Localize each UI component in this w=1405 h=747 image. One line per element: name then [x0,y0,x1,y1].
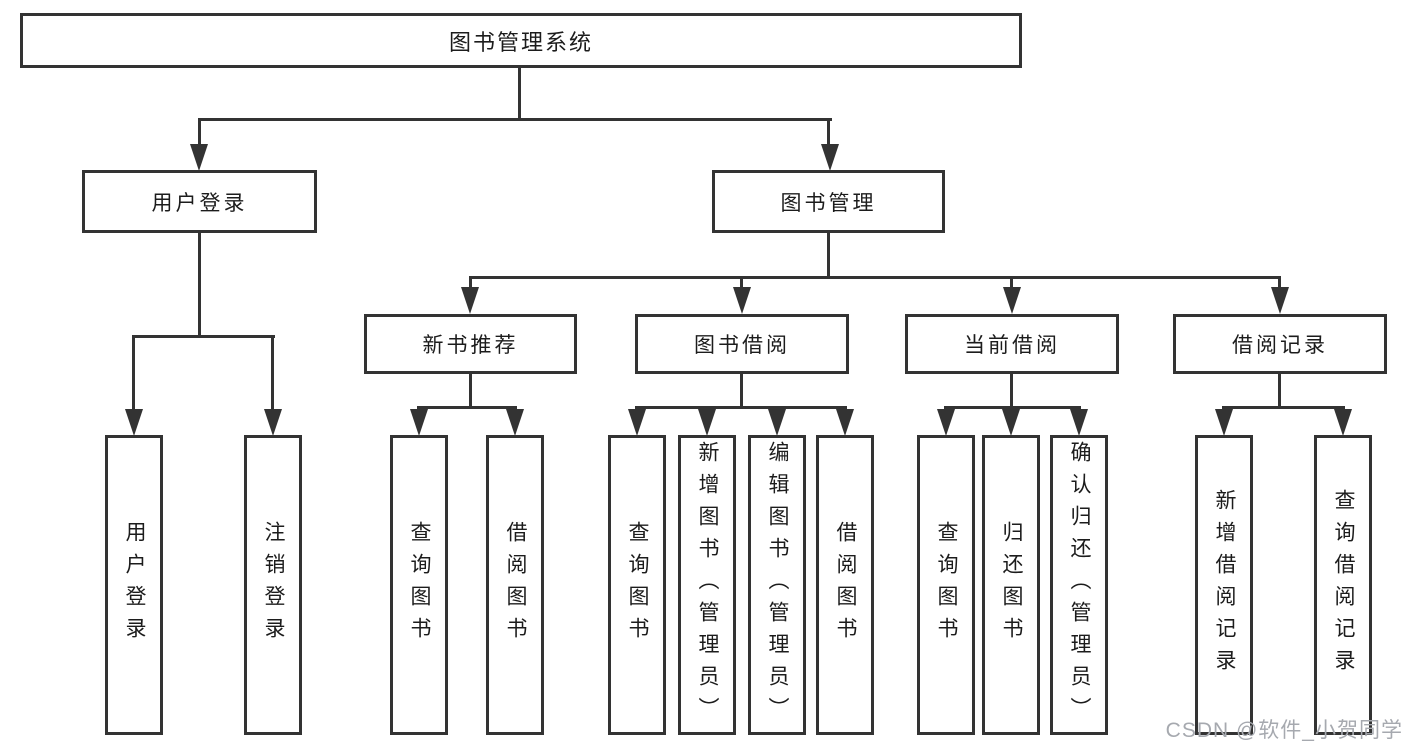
arrowhead-down-icon [190,144,208,171]
leaf-query-borrow-record: 查询借阅记录 [1314,435,1372,735]
connector-to-records [1278,276,1281,292]
leaf-query-books-current: 查询图书 [917,435,975,735]
connector-current-stem [1010,374,1013,408]
connector-newbook-stem [469,374,472,408]
connector-root-to-login [198,118,201,148]
arrowhead-down-icon [264,409,282,436]
arrowhead-down-icon [1002,409,1020,436]
arrowhead-down-icon [628,409,646,436]
connector-bookmgmt-stem [827,233,830,276]
connector-login-leaf1 [132,335,135,413]
csdn-watermark: CSDN @软件_小贺同学 [1165,719,1403,742]
connector-root-to-bookmgmt [827,118,830,148]
node-user-login: 用户登录 [82,170,317,233]
connector-to-current [1010,276,1013,292]
leaf-add-borrow-record: 新增借阅记录 [1195,435,1253,735]
leaf-edit-books-admin: 编辑图书（管理员） [748,435,806,735]
arrowhead-down-icon [733,287,751,314]
arrowhead-down-icon [125,409,143,436]
arrowhead-down-icon [836,409,854,436]
connector-root-stem [518,67,521,118]
arrowhead-down-icon [506,409,524,436]
node-library-management-system: 图书管理系统 [20,13,1022,68]
arrowhead-down-icon [1334,409,1352,436]
node-current-borrowing: 当前借阅 [905,314,1119,374]
connector-bookmgmt-branch [469,276,1281,279]
connector-current-branch [944,406,1081,409]
leaf-query-books-recommend: 查询图书 [390,435,448,735]
connector-login-branch [133,335,275,338]
leaf-user-login: 用户登录 [105,435,163,735]
leaf-add-books-admin: 新增图书（管理员） [678,435,736,735]
arrowhead-down-icon [1271,287,1289,314]
leaf-borrow-books: 借阅图书 [816,435,874,735]
arrowhead-down-icon [1003,287,1021,314]
connector-newbook-branch [417,406,517,409]
node-new-book-recommend: 新书推荐 [364,314,577,374]
arrowhead-down-icon [698,409,716,436]
leaf-borrow-books-recommend: 借阅图书 [486,435,544,735]
leaf-confirm-return-admin: 确认归还（管理员） [1050,435,1108,735]
node-book-borrowing: 图书借阅 [635,314,849,374]
connector-borrowing-branch [635,406,847,409]
arrowhead-down-icon [768,409,786,436]
connector-root-branch [198,118,832,121]
connector-to-newbook [469,276,472,292]
leaf-query-books-borrowing: 查询图书 [608,435,666,735]
node-book-management: 图书管理 [712,170,945,233]
arrowhead-down-icon [1070,409,1088,436]
connector-records-branch [1222,406,1345,409]
connector-login-stem [198,233,201,335]
node-borrowing-records: 借阅记录 [1173,314,1387,374]
leaf-logout: 注销登录 [244,435,302,735]
leaf-return-books: 归还图书 [982,435,1040,735]
arrowhead-down-icon [937,409,955,436]
connector-borrowing-stem [740,374,743,408]
arrowhead-down-icon [821,144,839,171]
arrowhead-down-icon [410,409,428,436]
connector-login-leaf2 [271,335,274,413]
arrowhead-down-icon [1215,409,1233,436]
connector-records-stem [1278,374,1281,408]
connector-to-borrowing [740,276,743,292]
arrowhead-down-icon [461,287,479,314]
